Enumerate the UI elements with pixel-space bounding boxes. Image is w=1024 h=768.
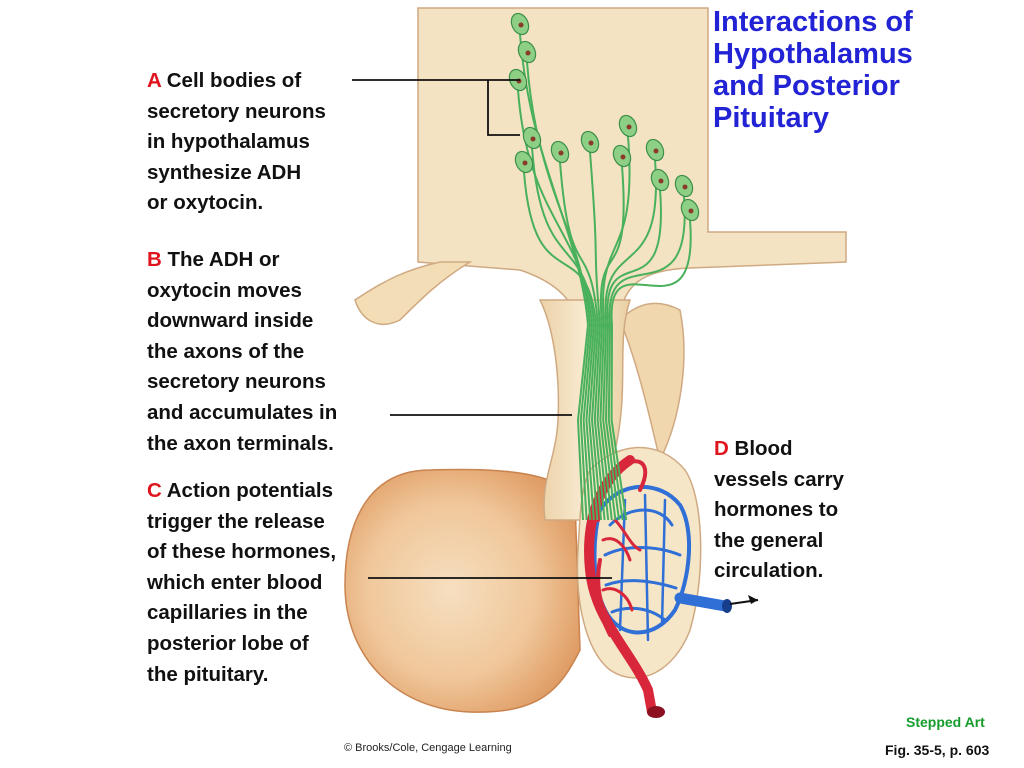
vein-opening	[722, 599, 732, 613]
title-line: and Posterior	[713, 70, 900, 102]
label-a: A Cell bodies of secretory neurons in hy…	[147, 66, 326, 219]
figure-title: Interactions of Hypothalamus and Posteri…	[713, 6, 1013, 134]
leader-lines	[352, 79, 612, 579]
neuron-nucleus	[682, 184, 688, 190]
label-text: oxytocin moves	[147, 278, 302, 302]
stepped-art-label: Stepped Art	[906, 714, 985, 730]
label-text: in hypothalamus	[147, 130, 310, 154]
label-text: the pituitary.	[147, 662, 269, 686]
label-text: the general	[714, 528, 824, 552]
label-text: capillaries in the	[147, 601, 308, 625]
label-text: The ADH or	[167, 248, 280, 271]
figure-reference: Fig. 35-5, p. 603	[885, 742, 990, 758]
neuron-nucleus	[626, 124, 632, 130]
tissue-fold-right	[619, 302, 685, 463]
label-text: posterior lobe of	[147, 631, 309, 655]
copyright-notice: © Brooks/Cole, Cengage Learning	[344, 742, 512, 754]
neuron-nucleus	[688, 208, 694, 214]
flow-arrowhead	[748, 595, 758, 604]
label-text: Blood	[734, 437, 793, 460]
label-c: C Action potentials trigger the release …	[147, 476, 336, 690]
vein-outlet	[674, 592, 731, 612]
neuron-axon	[602, 159, 657, 521]
neuron-nucleus	[530, 136, 536, 142]
neuron-axon	[531, 147, 596, 521]
label-b: B The ADH or oxytocin moves downward ins…	[147, 245, 337, 459]
label-text: the axon terminals.	[147, 431, 334, 455]
label-text: hormones to	[714, 498, 839, 522]
neuron-nucleus	[620, 154, 626, 160]
artery-opening	[647, 706, 665, 718]
neuron-axon	[526, 61, 592, 521]
label-text: circulation.	[714, 559, 824, 583]
neuron-nucleus	[653, 148, 659, 154]
label-letter: B	[147, 248, 162, 271]
neuron-nucleus	[588, 140, 594, 146]
label-text: the axons of the	[147, 339, 305, 363]
artery	[584, 455, 657, 717]
neuron-axon	[589, 151, 606, 521]
title-line: Hypothalamus	[713, 38, 913, 70]
label-letter: A	[147, 69, 162, 92]
neuron-nucleus	[658, 178, 664, 184]
secretory-neurons	[508, 12, 700, 521]
label-text: trigger the release	[147, 509, 325, 533]
label-text: secretory neurons	[147, 370, 326, 394]
neuron-axon	[607, 195, 686, 521]
label-text: synthesize ADH	[147, 160, 302, 184]
label-text: secretory neurons	[147, 99, 326, 123]
label-letter: D	[714, 437, 729, 460]
neuron-nucleus	[518, 22, 524, 28]
label-text: of these hormones,	[147, 540, 337, 564]
neuron-axon	[596, 165, 625, 521]
leader-line-a	[352, 79, 520, 136]
label-text: which enter blood	[147, 570, 323, 594]
label-text: and accumulates in	[147, 400, 338, 424]
tissue-fold	[354, 261, 473, 325]
neuron-axon	[599, 135, 631, 521]
neuron-axon	[523, 171, 599, 521]
label-text: Action potentials	[166, 479, 334, 502]
label-d: D Blood vessels carry hormones to the ge…	[714, 434, 844, 587]
label-text: Cell bodies of	[166, 69, 302, 92]
label-text: vessels carry	[714, 467, 844, 491]
label-letter: C	[147, 479, 162, 502]
neuron-nucleus	[522, 160, 528, 166]
neuron-axon	[610, 219, 692, 521]
neuron-nucleus	[558, 150, 564, 156]
title-line: Pituitary	[713, 102, 830, 134]
neuron-axon	[559, 161, 602, 521]
neuron-axon	[604, 189, 662, 521]
label-text: or oxytocin.	[147, 191, 264, 215]
neuron-nucleus	[525, 50, 531, 56]
label-text: downward inside	[147, 309, 314, 333]
title-line: Interactions of	[713, 6, 913, 38]
